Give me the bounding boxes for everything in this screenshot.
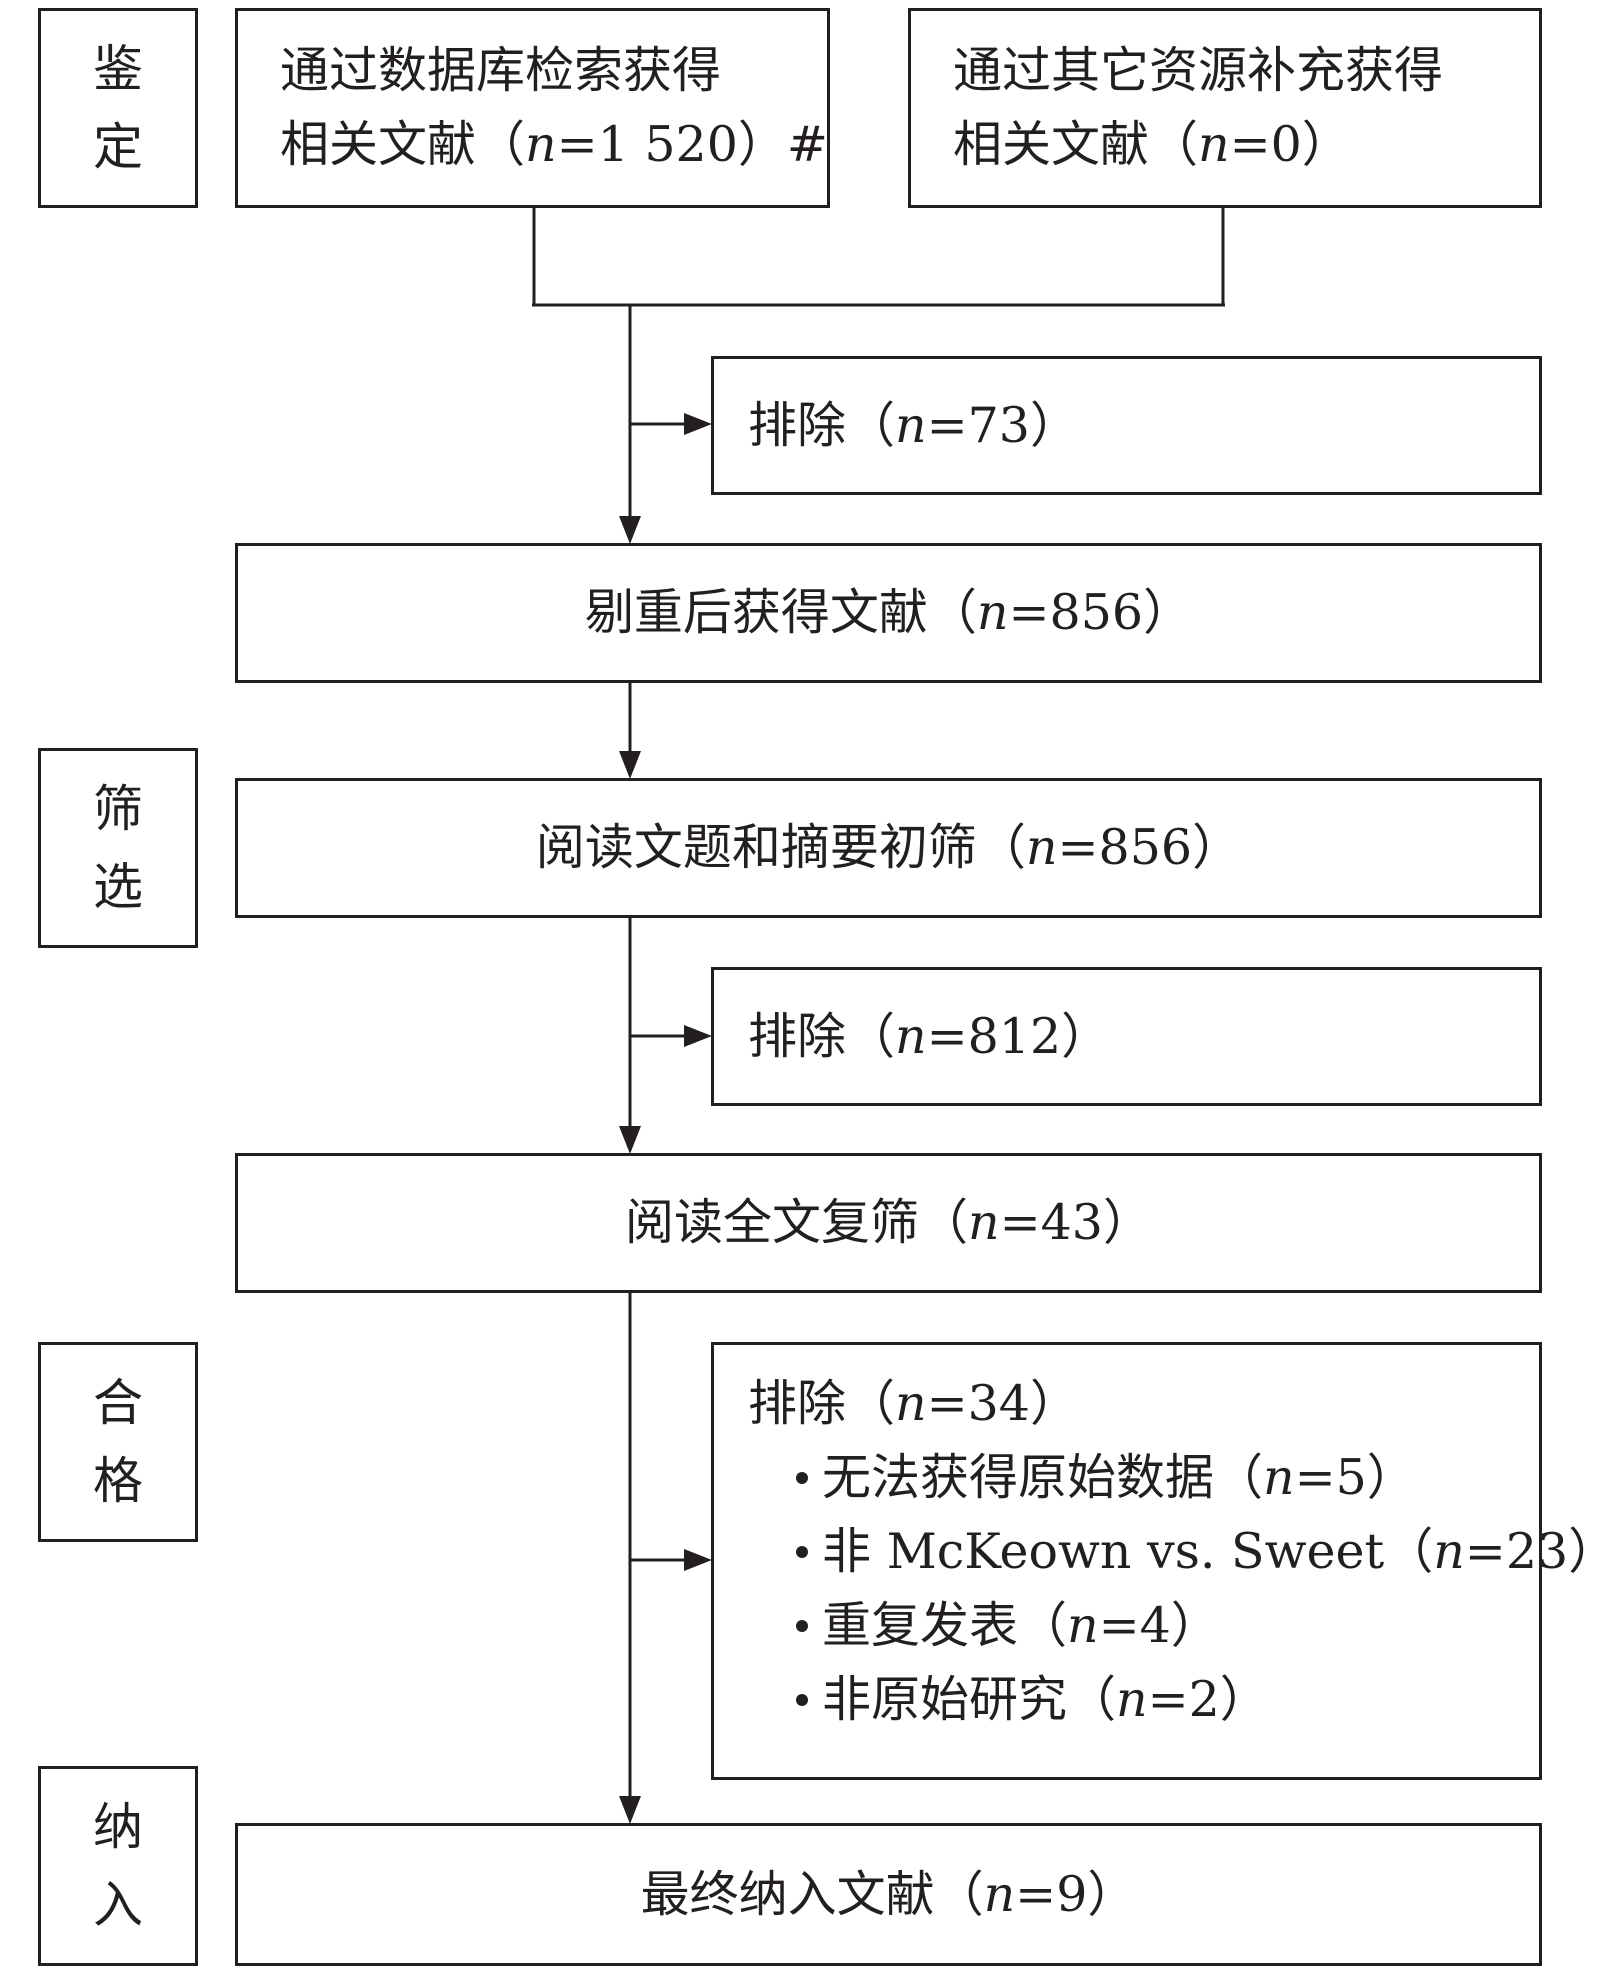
database-search-line1: 通过数据库检索获得 xyxy=(280,42,722,99)
connector-lines xyxy=(532,205,1225,1824)
other-sources-box: 通过其它资源补充获得 相关文献（n=0） xyxy=(908,8,1542,208)
stage-identification-char-2: 定 xyxy=(93,118,143,176)
exclusion-2-label: 排除（n=812） xyxy=(748,1007,1111,1065)
stage-included-char-1: 纳 xyxy=(93,1798,143,1856)
arrowhead-title-abstract xyxy=(619,751,641,779)
prisma-flow-diagram: 鉴 定 筛 选 合 格 纳 入 通过数据库检索获得 相关文献（n=1 520）#… xyxy=(38,8,1617,1966)
arrowhead-fulltext xyxy=(619,1126,641,1154)
bullet-icon xyxy=(796,1619,808,1632)
stage-eligibility-char-1: 合 xyxy=(93,1374,143,1432)
database-search-box: 通过数据库检索获得 相关文献（n=1 520）# xyxy=(235,8,830,208)
stage-included: 纳 入 xyxy=(38,1766,198,1966)
stage-eligibility-char-2: 格 xyxy=(93,1452,143,1510)
final-included-label: 最终纳入文献（n=9） xyxy=(640,1865,1137,1923)
bullet-icon xyxy=(796,1693,808,1706)
fulltext-screening-label: 阅读全文复筛（n=43） xyxy=(625,1194,1152,1251)
database-search-line2: 相关文献（n=1 520）# xyxy=(280,116,828,173)
bullet-icon xyxy=(796,1471,808,1484)
exclusion-reason-item: 重复发表（n=4） xyxy=(748,1589,1539,1663)
other-sources-line1: 通过其它资源补充获得 xyxy=(953,42,1444,99)
stage-identification-char-1: 鉴 xyxy=(93,40,143,98)
exclusion-reason-item: 非 McKeown vs. Sweet（n=23） xyxy=(748,1515,1617,1589)
exclusion-3-label: 排除（n=34） xyxy=(748,1375,1079,1432)
final-included-box: 最终纳入文献（n=9） xyxy=(235,1823,1542,1966)
arrowhead-exclude1 xyxy=(684,413,712,435)
stage-screening: 筛 选 xyxy=(38,748,198,948)
title-abstract-screening-label: 阅读文题和摘要初筛（n=856） xyxy=(535,819,1242,876)
deduplicated-records-label: 剔重后获得文献（n=856） xyxy=(584,584,1193,641)
exclusion-box-1: 排除（n=73） xyxy=(711,356,1542,495)
exclusion-reason-item: 无法获得原始数据（n=5） xyxy=(748,1441,1539,1515)
other-sources-line2: 相关文献（n=0） xyxy=(953,116,1351,173)
title-abstract-screening-box: 阅读文题和摘要初筛（n=856） xyxy=(235,778,1542,918)
exclusion-box-3: 排除（n=34） 无法获得原始数据（n=5） 非 McKeown vs. Swe… xyxy=(711,1342,1617,1780)
exclusion-reason-item: 非原始研究（n=2） xyxy=(748,1663,1539,1737)
arrowhead-final xyxy=(619,1796,641,1824)
exclusion-box-2: 排除（n=812） xyxy=(711,967,1542,1106)
arrowhead-exclude3 xyxy=(684,1549,712,1571)
stage-screening-char-1: 筛 xyxy=(93,780,143,838)
stage-screening-char-2: 选 xyxy=(93,858,143,916)
bullet-icon xyxy=(796,1545,808,1558)
arrowhead-exclude2 xyxy=(684,1025,712,1047)
stage-eligibility: 合 格 xyxy=(38,1342,198,1542)
fulltext-screening-box: 阅读全文复筛（n=43） xyxy=(235,1153,1542,1293)
stage-identification: 鉴 定 xyxy=(38,8,198,208)
stage-included-char-2: 入 xyxy=(93,1876,143,1934)
exclusion-1-label: 排除（n=73） xyxy=(748,396,1079,454)
arrowhead-dedup xyxy=(619,516,641,544)
deduplicated-records-box: 剔重后获得文献（n=856） xyxy=(235,543,1542,683)
